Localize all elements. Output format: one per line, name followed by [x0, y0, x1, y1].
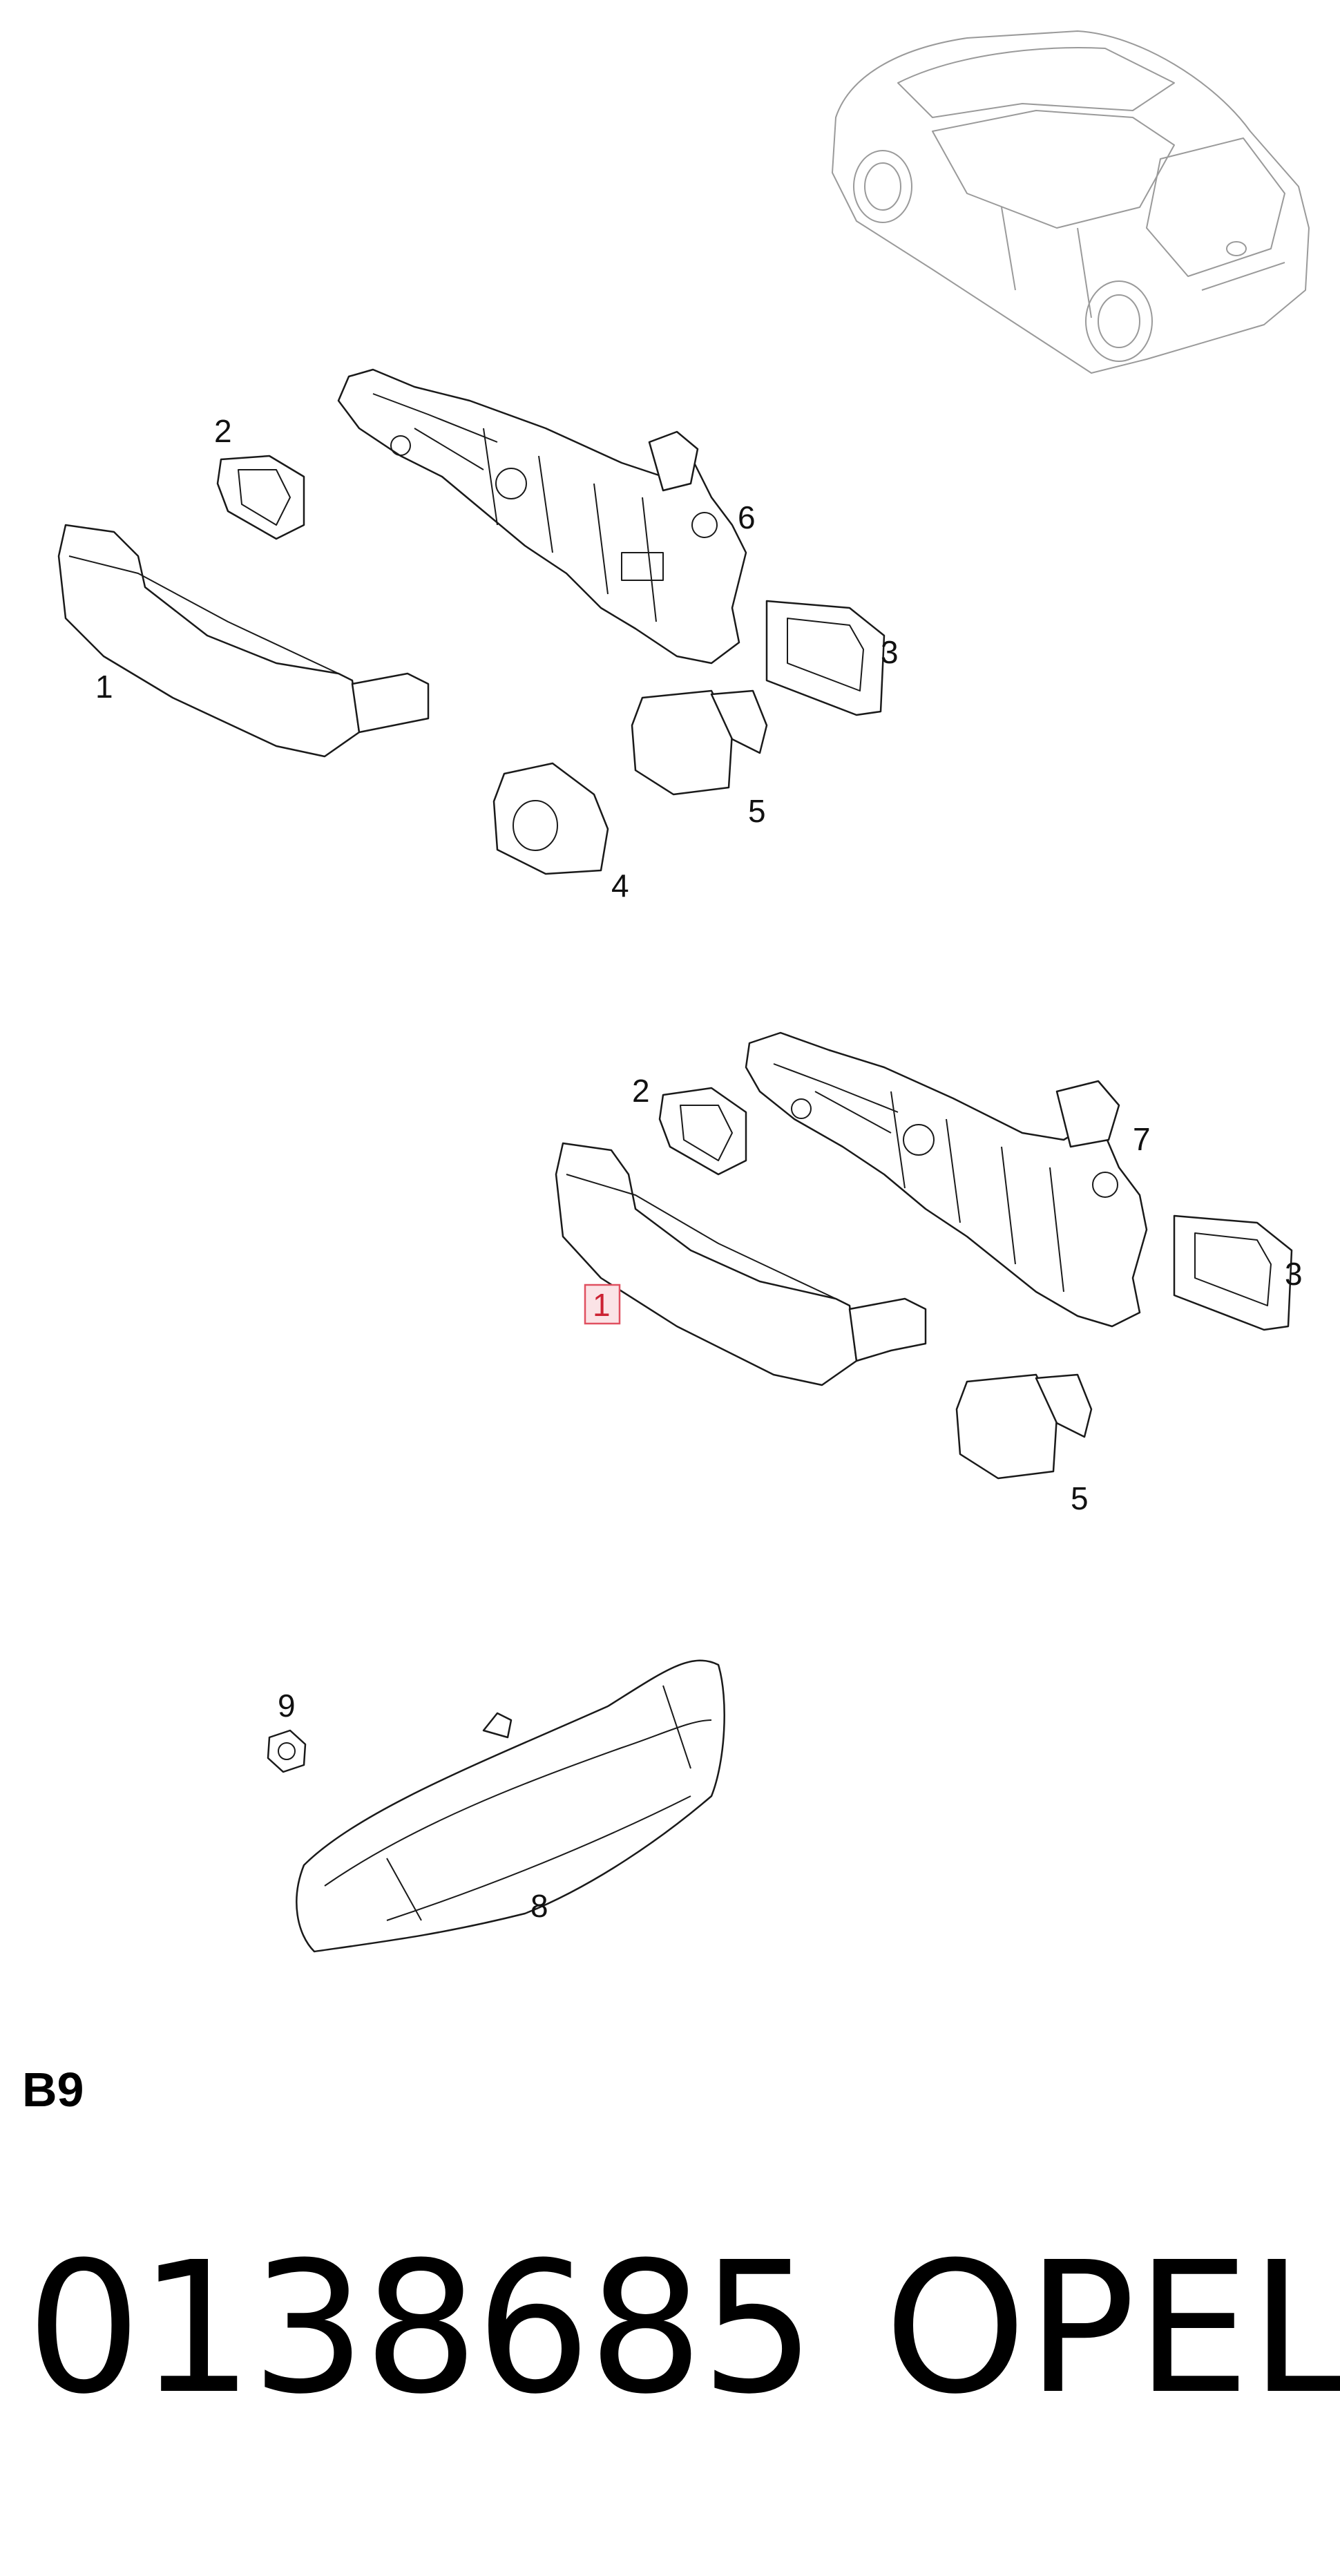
part-1-door-handle [57, 524, 430, 758]
callout-mid-5: 5 [1071, 1480, 1089, 1516]
part-9-nut [267, 1729, 307, 1773]
callout-upper-3: 3 [881, 634, 899, 670]
part-3-seal-mid [1173, 1214, 1293, 1331]
callout-mid-7: 7 [1133, 1121, 1151, 1157]
parts-diagram: 2 6 1 3 5 4 [57, 30, 1310, 1953]
callout-mid-2: 2 [632, 1073, 650, 1109]
section-code: B9 [22, 2063, 84, 2117]
callout-upper-2: 2 [214, 413, 232, 449]
callout-mid-1: 1 [593, 1287, 611, 1323]
part-3-seal [765, 600, 886, 716]
brand-name: OPEL [884, 2223, 1340, 2434]
callout-mid-3: 3 [1285, 1256, 1303, 1292]
reference-car-illustration [832, 30, 1310, 374]
callout-upper-1: 1 [95, 669, 113, 705]
part-8-tailgate-handle [296, 1659, 725, 1953]
part-4-lock-cap [492, 762, 609, 875]
middle-assembly: 1 2 7 3 5 [555, 1031, 1303, 1516]
part-2-gasket-mid [658, 1087, 747, 1176]
callout-lower-8: 8 [530, 1888, 548, 1924]
lower-assembly: 9 8 [267, 1659, 725, 1953]
part-7-handle-bracket [745, 1031, 1148, 1328]
part-5-end-cap [631, 689, 768, 796]
callout-lower-9: 9 [278, 1688, 296, 1724]
callout-upper-6: 6 [738, 499, 756, 535]
part-5-end-cap-mid [955, 1373, 1093, 1480]
part-2-gasket [216, 455, 305, 540]
part-number: 0138685 [26, 2223, 816, 2434]
part-1-door-handle-mid [555, 1142, 927, 1386]
upper-assembly: 2 6 1 3 5 4 [57, 368, 899, 904]
callout-upper-5: 5 [748, 793, 766, 829]
callout-upper-4: 4 [611, 868, 629, 904]
part-6-handle-bracket [337, 368, 747, 665]
callout-highlight-box [584, 1284, 621, 1325]
